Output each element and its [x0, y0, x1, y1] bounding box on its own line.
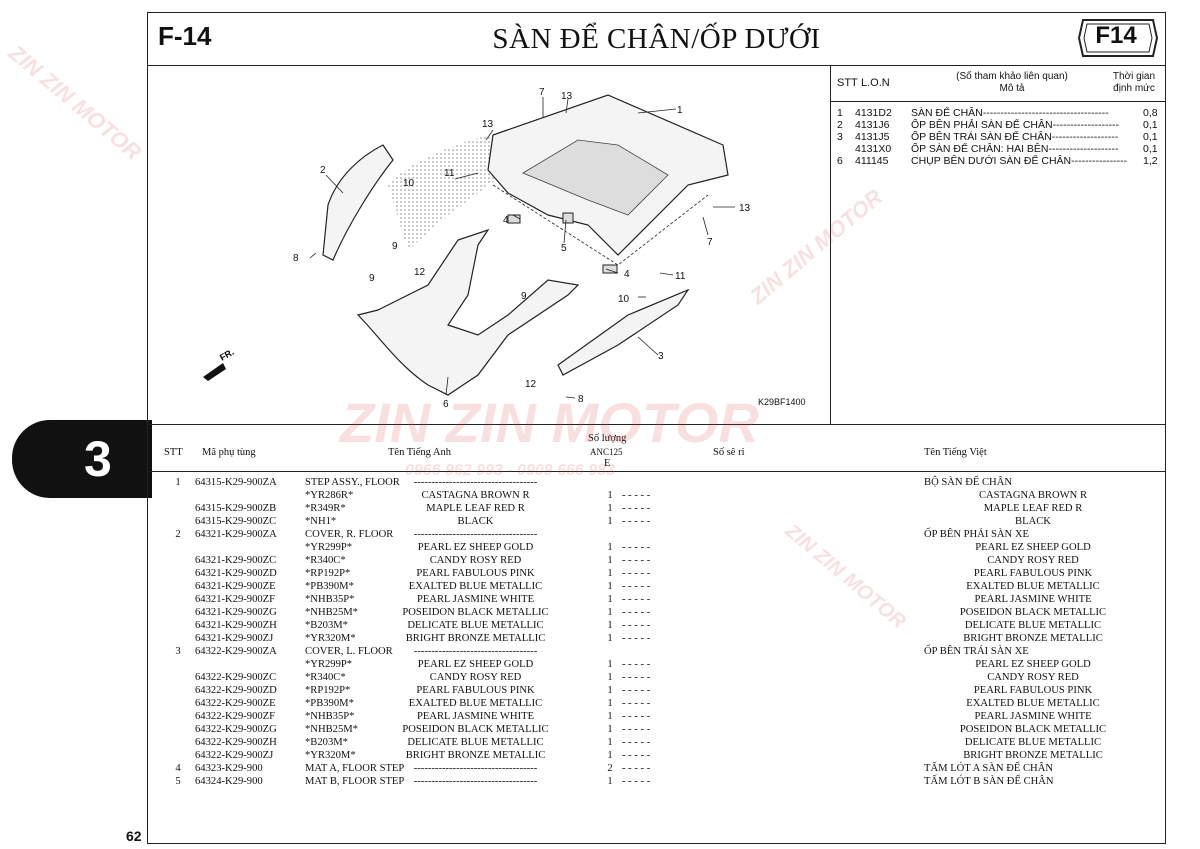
ref-header-time-top: Thời gian — [1112, 71, 1156, 82]
reference-panel: STT L.O.N (Số tham khảo liên quan) Mô tả… — [831, 65, 1165, 424]
svg-text:1: 1 — [677, 105, 683, 116]
ref-header-lon: L.O.N — [861, 77, 890, 89]
ref-header-note: (Số tham khảo liên quan) Mô tả — [927, 71, 1097, 95]
table-row: 64322-K29-900ZF*NHB35P*PEARL JASMINE WHI… — [195, 711, 1092, 722]
table-row: 64321-K29-900ZH*B203M*DELICATE BLUE META… — [195, 620, 1102, 631]
ref-header-note-bottom: Mô tả — [999, 83, 1025, 94]
table-row: 64322-K29-900ZD*RP192P*PEARL FABULOUS PI… — [195, 685, 1093, 696]
th-qty-type: E — [604, 458, 611, 469]
ref-header-time-bottom: định mức — [1113, 83, 1155, 94]
table-row: 64321-K29-900ZF*NHB35P*PEARL JASMINE WHI… — [195, 594, 1092, 605]
svg-text:12: 12 — [525, 379, 537, 390]
th-qty-model: ANC125 — [590, 447, 623, 457]
watermark-brand: ZIN ZIN MOTOR — [340, 391, 759, 454]
th-vietnamese: Tên Tiếng Việt — [924, 447, 987, 458]
exploded-diagram: 1 2 3 4 4 5 6 7 7 8 8 9 9 9 10 10 11 11 … — [148, 65, 831, 424]
svg-text:8: 8 — [578, 394, 584, 405]
ref-row: 1 4131D2 SÀN ĐỂ CHÂN--------------------… — [837, 107, 1158, 119]
table-row: 64322-K29-900ZE*PB390M*EXALTED BLUE META… — [195, 698, 1100, 709]
th-serial: Số sê ri — [713, 447, 745, 458]
figure-code: F-14 — [158, 21, 212, 51]
page-number: 62 — [126, 828, 142, 844]
table-row: 64322-K29-900ZJ*YR320M*BRIGHT BRONZE MET… — [195, 750, 1103, 761]
section-number: 3 — [84, 431, 112, 487]
ref-row: 2 4131J6 ỐP BÊN PHẢI SÀN ĐỂ CHÂN--------… — [837, 119, 1158, 131]
table-row: 64322-K29-900ZG*NHB25M*POSEIDON BLACK ME… — [195, 724, 1107, 735]
ref-header-time: Thời gian định mức — [1105, 71, 1163, 95]
part-under-cover — [356, 228, 580, 396]
svg-text:10: 10 — [403, 178, 415, 189]
part-cover-left — [322, 144, 394, 261]
table-row: 64321-K29-900ZG*NHB25M*POSEIDON BLACK ME… — [195, 607, 1107, 618]
ref-row: 6 411145 CHỤP BÊN DƯỚI SÀN ĐỂ CHÂN------… — [837, 155, 1158, 167]
fr-arrow-icon — [203, 363, 226, 381]
svg-text:11: 11 — [675, 271, 686, 282]
svg-text:3: 3 — [658, 351, 664, 362]
svg-text:7: 7 — [707, 237, 713, 248]
diagram-figure-code: K29BF1400 — [758, 397, 806, 407]
th-stt: STT — [164, 447, 183, 458]
svg-text:12: 12 — [414, 267, 426, 278]
svg-text:10: 10 — [618, 294, 630, 305]
ref-header-stt: STT — [837, 77, 858, 89]
fr-label: FR. — [218, 347, 236, 363]
ref-header-note-top: (Số tham khảo liên quan) — [956, 71, 1068, 82]
svg-text:6: 6 — [443, 399, 449, 410]
svg-text:11: 11 — [444, 168, 455, 179]
svg-text:9: 9 — [369, 273, 375, 284]
table-header-divider — [148, 471, 1165, 472]
svg-text:13: 13 — [482, 119, 494, 130]
table-row: 64321-K29-900ZE*PB390M*EXALTED BLUE META… — [195, 581, 1100, 592]
figure-badge: F14 — [1095, 22, 1137, 49]
diagram-drawing: 1 2 3 4 4 5 6 7 7 8 8 9 9 9 10 10 11 11 … — [203, 87, 751, 410]
section-tab — [12, 420, 152, 498]
badge-shape — [1077, 19, 1159, 57]
svg-text:2: 2 — [320, 165, 326, 176]
page-header: F-14 SÀN ĐỂ CHÂN/ỐP DƯỚI F14 — [148, 13, 1165, 66]
svg-text:9: 9 — [392, 241, 398, 252]
svg-text:13: 13 — [561, 91, 573, 102]
watermark-phone: 0966 962 993 - 0909 666 983 — [405, 462, 615, 479]
ref-divider — [831, 101, 1165, 102]
parts-table: STT Mã phụ tùng Tên Tiếng Anh Số lượng A… — [148, 424, 1165, 846]
part-cover-right — [557, 288, 690, 376]
svg-text:7: 7 — [539, 87, 545, 98]
th-code: Mã phụ tùng — [202, 447, 256, 458]
th-qty: Số lượng — [588, 433, 627, 444]
parts-page-frame: F-14 SÀN ĐỂ CHÂN/ỐP DƯỚI F14 — [147, 12, 1166, 844]
svg-text:13: 13 — [739, 203, 751, 214]
svg-text:9: 9 — [521, 291, 527, 302]
ref-row: 4131X0 ỐP SÀN ĐỂ CHÂN: HAI BÊN----------… — [855, 143, 1158, 155]
page-title: SÀN ĐỂ CHÂN/ỐP DƯỚI — [492, 23, 821, 55]
svg-text:5: 5 — [561, 243, 567, 254]
table-row: 64322-K29-900ZH*B203M*DELICATE BLUE META… — [195, 737, 1102, 748]
table-row: 64321-K29-900ZD*RP192P*PEARL FABULOUS PI… — [195, 568, 1093, 579]
th-english: Tên Tiếng Anh — [388, 447, 452, 458]
ref-row: 3 4131J5 ỐP BÊN TRÁI SÀN ĐỂ CHÂN--------… — [837, 131, 1158, 143]
table-row: 64321-K29-900ZJ*YR320M*BRIGHT BRONZE MET… — [195, 633, 1103, 644]
svg-text:4: 4 — [503, 215, 509, 226]
watermark-brand-corner: ZIN ZIN MOTOR — [3, 40, 147, 165]
mat-region — [388, 135, 503, 250]
svg-text:4: 4 — [624, 269, 630, 280]
svg-text:8: 8 — [293, 253, 299, 264]
